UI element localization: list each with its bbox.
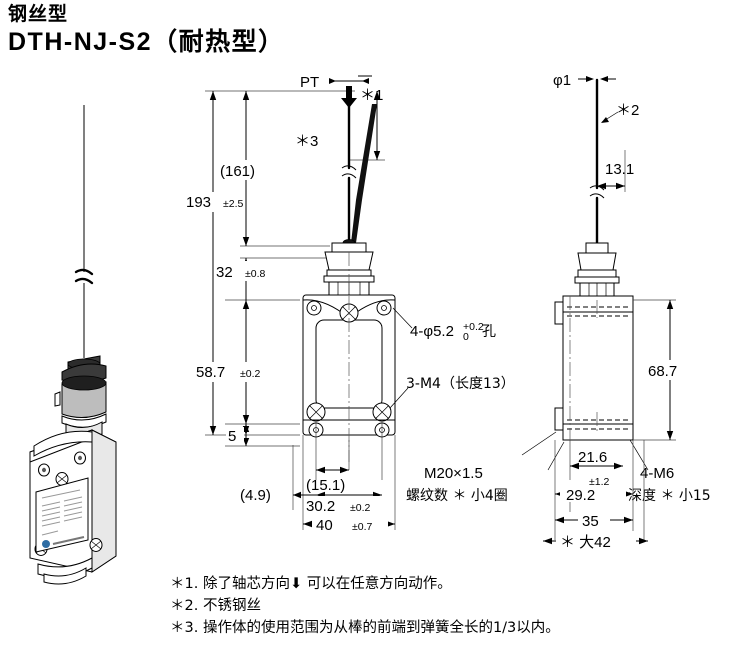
- dim-phi1-value: φ1: [553, 72, 571, 89]
- dim-4-9-value: (4.9): [240, 487, 271, 504]
- dimension-phi1: φ1: [553, 72, 616, 89]
- dimension-29-2: ±1.2 29.2: [555, 476, 633, 504]
- dim-29-2-value: 29.2: [566, 487, 595, 504]
- dim-15-1-value: (15.1): [306, 477, 345, 494]
- side-wire-break-2: [589, 193, 605, 199]
- callout-m4-group: 3-M4（长度13）: [389, 376, 515, 409]
- side-switch-body: [554, 295, 634, 441]
- footnotes-block: ＊1. 除了轴芯方向⬇ 可以在任意方向动作。 ＊2. 不锈钢丝 ＊3. 操作体的…: [170, 573, 670, 639]
- dim-5-value: 5: [228, 428, 236, 445]
- pt-direction-arrow: [341, 86, 357, 108]
- wire-break-mark-1: [74, 268, 94, 276]
- dimension-32: 32 ±0.8: [214, 258, 280, 435]
- callout-holes-group: 4-φ5.2 +0.2 0 孔: [392, 307, 496, 343]
- callout-m4-text: 3-M4（长度13）: [406, 376, 515, 392]
- dim-32-value: 32: [216, 264, 233, 281]
- dim-30-2-value: 30.2: [306, 498, 335, 515]
- dimension-13-1: 13.1: [597, 150, 634, 192]
- dim-30-2-tolerance: ±0.2: [350, 502, 371, 514]
- callout-thread-group: M20×1.5 螺纹数 ＊ 小4圈: [406, 431, 557, 504]
- product-illustration: [29, 105, 117, 585]
- front-wire-break-2: [341, 173, 357, 179]
- callout-m6-line1: 4-M6: [640, 465, 674, 482]
- dimension-40: 40 ±0.7: [303, 514, 395, 534]
- dim-21-6-value: 21.6: [578, 449, 607, 466]
- front-view: 193 ±2.5 (161) 32 ±0.8 58.7 ±0.2: [185, 74, 557, 534]
- dimension-15-1: (15.1): [306, 466, 349, 494]
- callout-m6-line2: 深度 ＊ 小15: [628, 488, 711, 504]
- dimension-42: ＊ 大42: [543, 531, 648, 551]
- dim-193-value: 193: [186, 194, 211, 211]
- callout-thread-line2: 螺纹数 ＊ 小4圈: [406, 488, 508, 504]
- switch-body-illustration: [29, 429, 117, 585]
- dimension-68-7: 68.7: [633, 299, 696, 441]
- pt-label-group: PT ＊1: [300, 74, 383, 108]
- callout-holes-text: 4-φ5.2: [410, 323, 454, 340]
- dim-58-7-value: 58.7: [196, 364, 225, 381]
- footnote-3: ＊3. 操作体的使用范围为从棒的前端到弹簧全长的1/3以内。: [170, 620, 560, 636]
- side-view: φ1 ＊2 13.1: [543, 72, 711, 551]
- front-wire-break-1: [341, 165, 357, 171]
- front-switch-body: [302, 252, 396, 462]
- side-actuator-head: [574, 242, 620, 297]
- dim-40-tolerance: ±0.7: [352, 521, 373, 533]
- callout-thread-line1: M20×1.5: [424, 465, 483, 482]
- dimension-161: (161): [218, 91, 276, 246]
- dimension-5: 5: [226, 424, 250, 446]
- dim-42-value: ＊ 大42: [560, 534, 611, 551]
- dim-161-value: (161): [220, 163, 255, 180]
- footnote-2: ＊2. 不锈钢丝: [170, 598, 261, 614]
- dimension-30-2: 30.2 ±0.2: [306, 491, 382, 516]
- dim-32-tolerance: ±0.8: [245, 268, 266, 280]
- callout-holes-suffix: 孔: [482, 324, 496, 340]
- dim-40-value: 40: [316, 517, 333, 534]
- pt-label: PT: [300, 74, 319, 91]
- callout-m6-group: 4-M6 深度 ＊ 小15: [547, 439, 711, 504]
- dim-35-value: 35: [582, 513, 599, 530]
- actuator-head: [54, 355, 107, 440]
- dimension-21-6: 21.6: [570, 449, 623, 470]
- callout-star1: ＊1: [360, 87, 383, 104]
- dim-68-7-value: 68.7: [648, 363, 677, 380]
- nameplate-label: [35, 477, 89, 553]
- dim-193-tolerance: ±2.5: [223, 198, 244, 210]
- dimension-star3: ＊3: [295, 91, 381, 160]
- deflected-wire: [351, 104, 377, 243]
- dimension-35: 35: [555, 510, 633, 530]
- callout-holes-tol-lower: 0: [463, 331, 469, 343]
- dimension-4-9: (4.9): [240, 487, 316, 504]
- callout-star3: ＊3: [295, 133, 318, 150]
- footnote-1: ＊1. 除了轴芯方向⬇ 可以在任意方向动作。: [170, 576, 452, 592]
- callout-star2-group: ＊2: [601, 102, 639, 123]
- callout-star2: ＊2: [616, 102, 639, 119]
- callout-holes-tol-upper: +0.2: [463, 321, 484, 333]
- product-model-title: DTH-NJ-S2（耐热型）: [8, 28, 285, 56]
- dim-13-1-value: 13.1: [605, 161, 634, 178]
- dimension-58-7: 58.7 ±0.2: [194, 300, 278, 424]
- product-type-title: 钢丝型: [8, 4, 69, 25]
- dim-58-7-tolerance: ±0.2: [240, 368, 261, 380]
- title-block: 钢丝型 DTH-NJ-S2（耐热型）: [8, 4, 408, 57]
- dim-29-2-tolerance: ±1.2: [589, 476, 610, 488]
- wire-break-mark-2: [74, 277, 94, 285]
